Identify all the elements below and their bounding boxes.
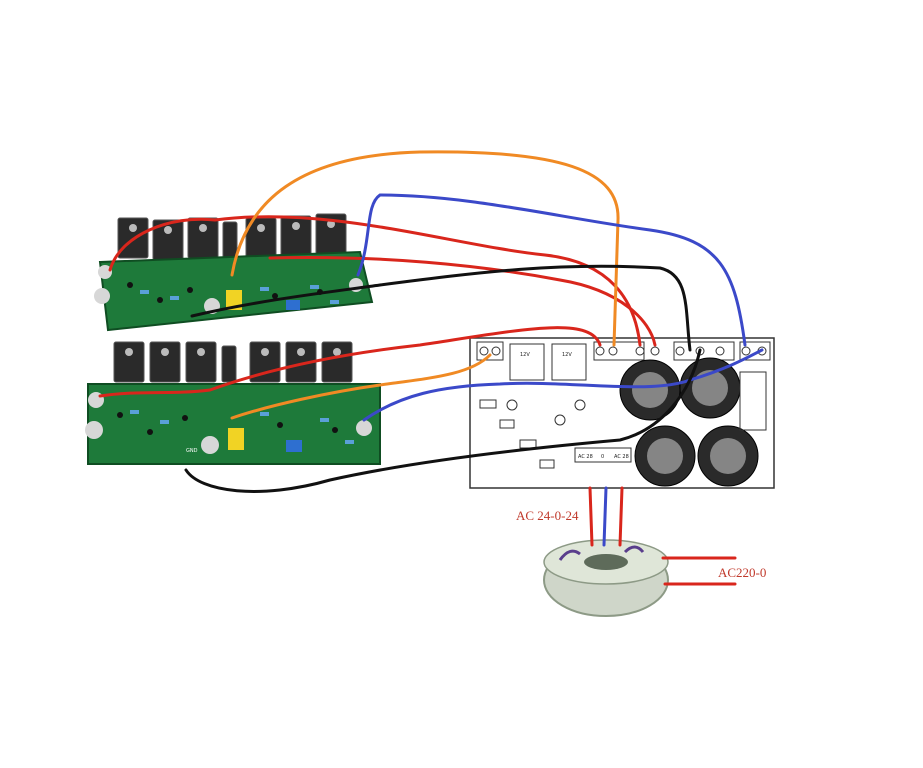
ac-left-label: AC 28 [578,454,593,460]
pcb-bottom [87,383,381,465]
wires [98,150,764,586]
power-supply-board: 12V 12V AC 28 0 AC 28 [469,337,775,489]
ac-secondary-label: AC 24-0-24 [516,508,579,523]
red-wire-bottom-to-psu [98,326,602,398]
power-transistors-bottom [113,341,353,383]
power-transistors-top [117,213,347,261]
blue-wire-transformer [602,486,608,547]
red-wire-top-to-psu [108,215,642,347]
relay2-label: 12V [562,352,572,358]
red-wire-transformer-left [588,486,594,547]
orange-wire-top [230,150,620,347]
toroidal-transformer [543,539,669,617]
red-wire-transformer-right [618,486,624,547]
red-wire-top-to-psu-2 [268,255,657,347]
orange-wire-bottom [230,353,492,420]
black-wire-top [190,264,692,352]
ac-right-label: AC 28 [614,454,629,460]
ac-mid-label: 0 [601,454,604,460]
ac-mains-label: AC220-0 [718,565,766,580]
black-wire-bottom [184,348,702,493]
blue-wire-bottom [362,348,764,422]
amplifier-board-top [94,213,374,332]
amplifier-board-bottom: GND [85,341,381,465]
relay1-label: 12V [520,352,530,358]
board-gnd-label: GND [186,448,198,454]
blue-wire-top [356,193,747,347]
